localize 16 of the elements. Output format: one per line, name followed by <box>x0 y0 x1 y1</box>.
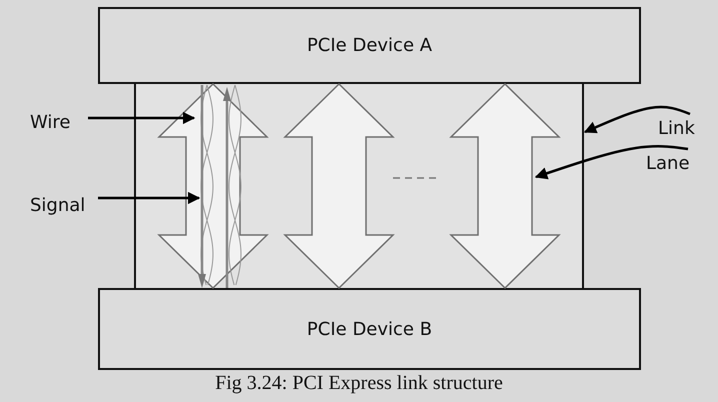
device-label: PCIe Device B <box>306 318 432 340</box>
device-label: PCIe Device A <box>306 35 432 56</box>
device-box <box>98 288 641 370</box>
callout-label: Signal <box>30 195 86 216</box>
figure-caption: Fig 3.24: PCI Express link structure <box>215 372 503 394</box>
callout-label: Link <box>658 118 695 139</box>
leader-arrow <box>584 106 690 134</box>
leader-arrow <box>98 192 200 204</box>
lane-arrow <box>449 82 561 290</box>
leader-arrow <box>534 145 688 180</box>
device-box <box>98 7 641 84</box>
lane-arrow <box>283 82 395 290</box>
callout-label: Lane <box>646 153 690 174</box>
lane-arrow <box>157 82 269 290</box>
callout-label: Wire <box>30 112 70 133</box>
leader-arrow <box>88 112 196 124</box>
